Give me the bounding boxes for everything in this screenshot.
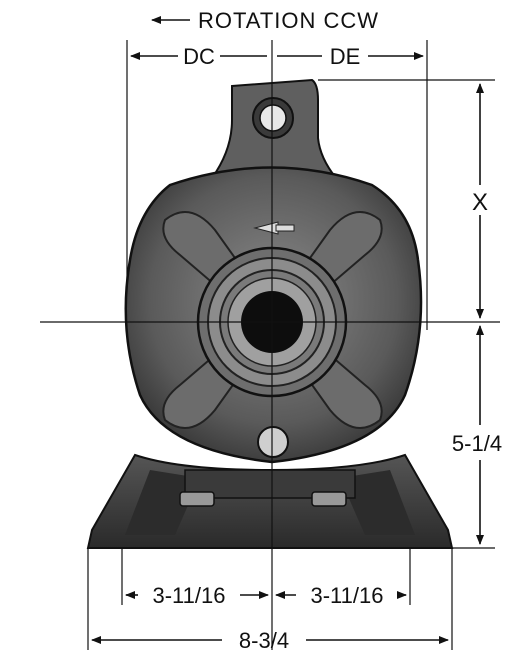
overall-width-dimension: 8-3/4 [87, 548, 453, 653]
bolt-left [179, 491, 215, 507]
half-left-label: 3-11/16 [153, 583, 226, 608]
drain-plug [257, 426, 289, 458]
pump-casting [86, 78, 454, 549]
rotation-indicator: ROTATION CCW [151, 8, 379, 33]
overall-width-label: 8-3/4 [239, 628, 289, 653]
half-right-label: 3-11/16 [311, 583, 384, 608]
rotation-label: ROTATION CCW [198, 8, 379, 33]
de-label: DE [330, 44, 361, 69]
dc-label: DC [183, 44, 215, 69]
height-dimension: 5-1/4 [452, 325, 502, 549]
bolt-right [311, 491, 347, 507]
height-label: 5-1/4 [452, 431, 502, 456]
half-width-dimensions: 3-11/16 3-11/16 [121, 548, 411, 608]
dc-de-dimension: DC DE [126, 40, 428, 330]
x-label: X [472, 189, 488, 216]
x-dimension: X [318, 79, 495, 319]
centerlines [40, 40, 500, 650]
